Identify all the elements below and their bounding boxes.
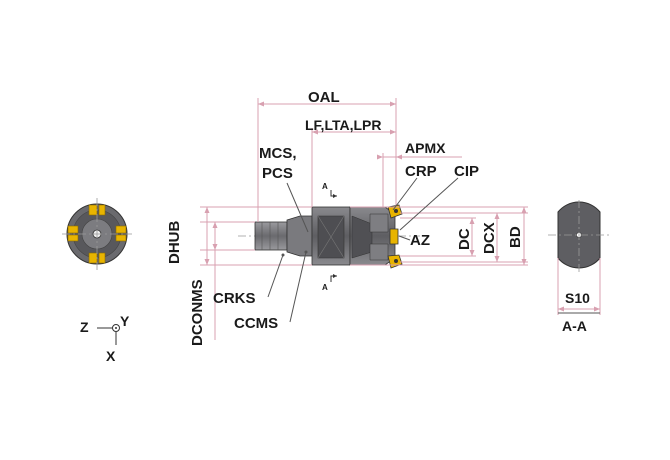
- leader-lines: [267, 177, 459, 323]
- section-markers: A A: [322, 182, 337, 292]
- insert: [67, 234, 79, 242]
- label-ccms: CCMS: [234, 315, 278, 332]
- label-dcx: DCX: [481, 222, 498, 254]
- label-mcs: MCS,: [259, 145, 297, 162]
- label-pcs: PCS: [262, 165, 293, 182]
- insert: [115, 234, 127, 242]
- label-lf: LF,LTA,LPR: [305, 117, 381, 133]
- label-cip: CIP: [454, 163, 479, 180]
- end-view: [62, 198, 132, 270]
- label-oal: OAL: [308, 89, 340, 106]
- shank: [254, 221, 288, 251]
- label-section-aa: A-A: [562, 318, 587, 334]
- axis-z-label: Z: [80, 319, 89, 335]
- label-apmx: APMX: [405, 140, 446, 156]
- section-view: [548, 200, 610, 315]
- insert: [98, 204, 106, 216]
- insert: [88, 204, 98, 216]
- label-bd: BD: [507, 226, 524, 248]
- label-crp: CRP: [405, 163, 437, 180]
- insert: [98, 252, 106, 264]
- insert: [67, 225, 79, 234]
- axis-x-label: X: [106, 348, 116, 364]
- coordinate-axes: Z Y X: [80, 313, 130, 364]
- section-mark-bottom: A: [322, 283, 328, 292]
- label-dhub: DHUB: [166, 221, 183, 264]
- label-crks: CRKS: [213, 290, 256, 307]
- axis-y-label: Y: [120, 313, 130, 329]
- label-az: AZ: [410, 232, 430, 249]
- label-dconms: DCONMS: [189, 279, 206, 346]
- dimension-lines: [204, 101, 528, 340]
- insert-mid: [389, 228, 399, 245]
- insert: [88, 252, 98, 264]
- section-mark-top: A: [322, 182, 328, 191]
- label-s10: S10: [565, 290, 590, 306]
- neck: [286, 215, 313, 257]
- label-dc: DC: [456, 228, 473, 250]
- insert: [115, 225, 127, 234]
- tool-side-view: [238, 204, 420, 269]
